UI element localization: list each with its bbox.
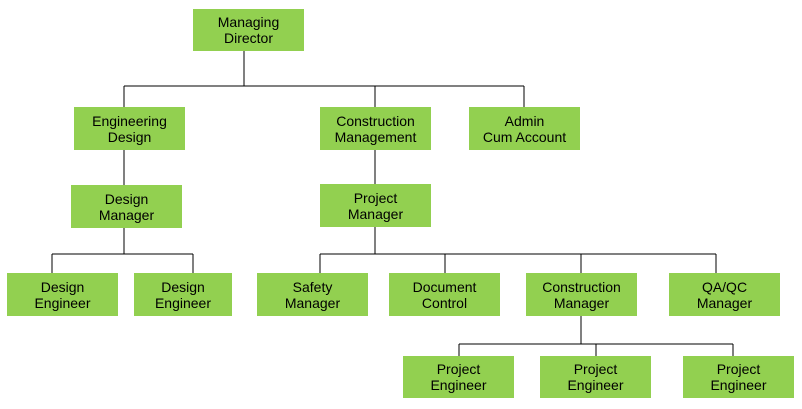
node-label-line: Managing: [217, 14, 280, 30]
node-design-engineer: Design Engineer: [134, 273, 232, 316]
node-construction-manager: Construction Manager: [526, 273, 637, 316]
node-design-engineer: Design Engineer: [7, 273, 118, 316]
node-label-line: Manager: [347, 205, 404, 222]
node-label-line: Design: [107, 128, 152, 145]
node-label-line: Project: [573, 361, 618, 377]
node-label-line: Engineer: [154, 294, 212, 311]
node-label-line: Construction: [336, 112, 415, 129]
node-project-manager: Project Manager: [320, 184, 431, 227]
node-construction-management: Construction Management: [320, 107, 431, 150]
node-label-line: Engineer: [710, 377, 767, 393]
node-label-line: Construction: [542, 278, 621, 295]
node-label-line: Engineer: [567, 377, 624, 393]
node-label-line: Project: [716, 361, 761, 377]
node-label-line: Design: [104, 190, 149, 207]
node-label-line: Document: [412, 278, 477, 295]
node-label-line: Control: [421, 294, 468, 311]
node-label-line: Engineer: [430, 377, 487, 393]
node-label-line: Cum Account: [482, 128, 567, 145]
node-label-line: Engineering: [92, 112, 167, 129]
node-label-line: Manager: [284, 294, 341, 311]
node-label-line: Admin: [504, 112, 545, 129]
node-engineering-design: Engineering Design: [74, 107, 185, 150]
node-label-line: QA/QC: [701, 278, 748, 295]
node-label-line: Management: [334, 128, 417, 145]
node-label-line: Design: [161, 278, 205, 295]
node-label-line: Director: [223, 30, 273, 46]
node-qaqc-manager: QA/QC Manager: [669, 273, 780, 316]
node-label-line: Safety: [292, 278, 333, 295]
node-label-line: Engineer: [34, 294, 91, 311]
node-label-line: Manager: [696, 294, 753, 311]
node-label-line: Manager: [98, 206, 155, 223]
node-project-engineer: Project Engineer: [683, 356, 794, 398]
node-label-line: Project: [436, 361, 481, 377]
node-label-line: Design: [40, 278, 85, 295]
node-label-line: Project: [353, 189, 398, 206]
node-project-engineer: Project Engineer: [540, 356, 651, 398]
node-design-manager: Design Manager: [71, 185, 182, 228]
node-safety-manager: Safety Manager: [257, 273, 368, 316]
node-document-control: Document Control: [389, 273, 500, 316]
node-project-engineer: Project Engineer: [403, 356, 514, 398]
node-label-line: Manager: [553, 294, 610, 311]
node-managing-director: Managing Director: [193, 9, 304, 51]
node-admin: Admin Cum Account: [469, 107, 580, 150]
